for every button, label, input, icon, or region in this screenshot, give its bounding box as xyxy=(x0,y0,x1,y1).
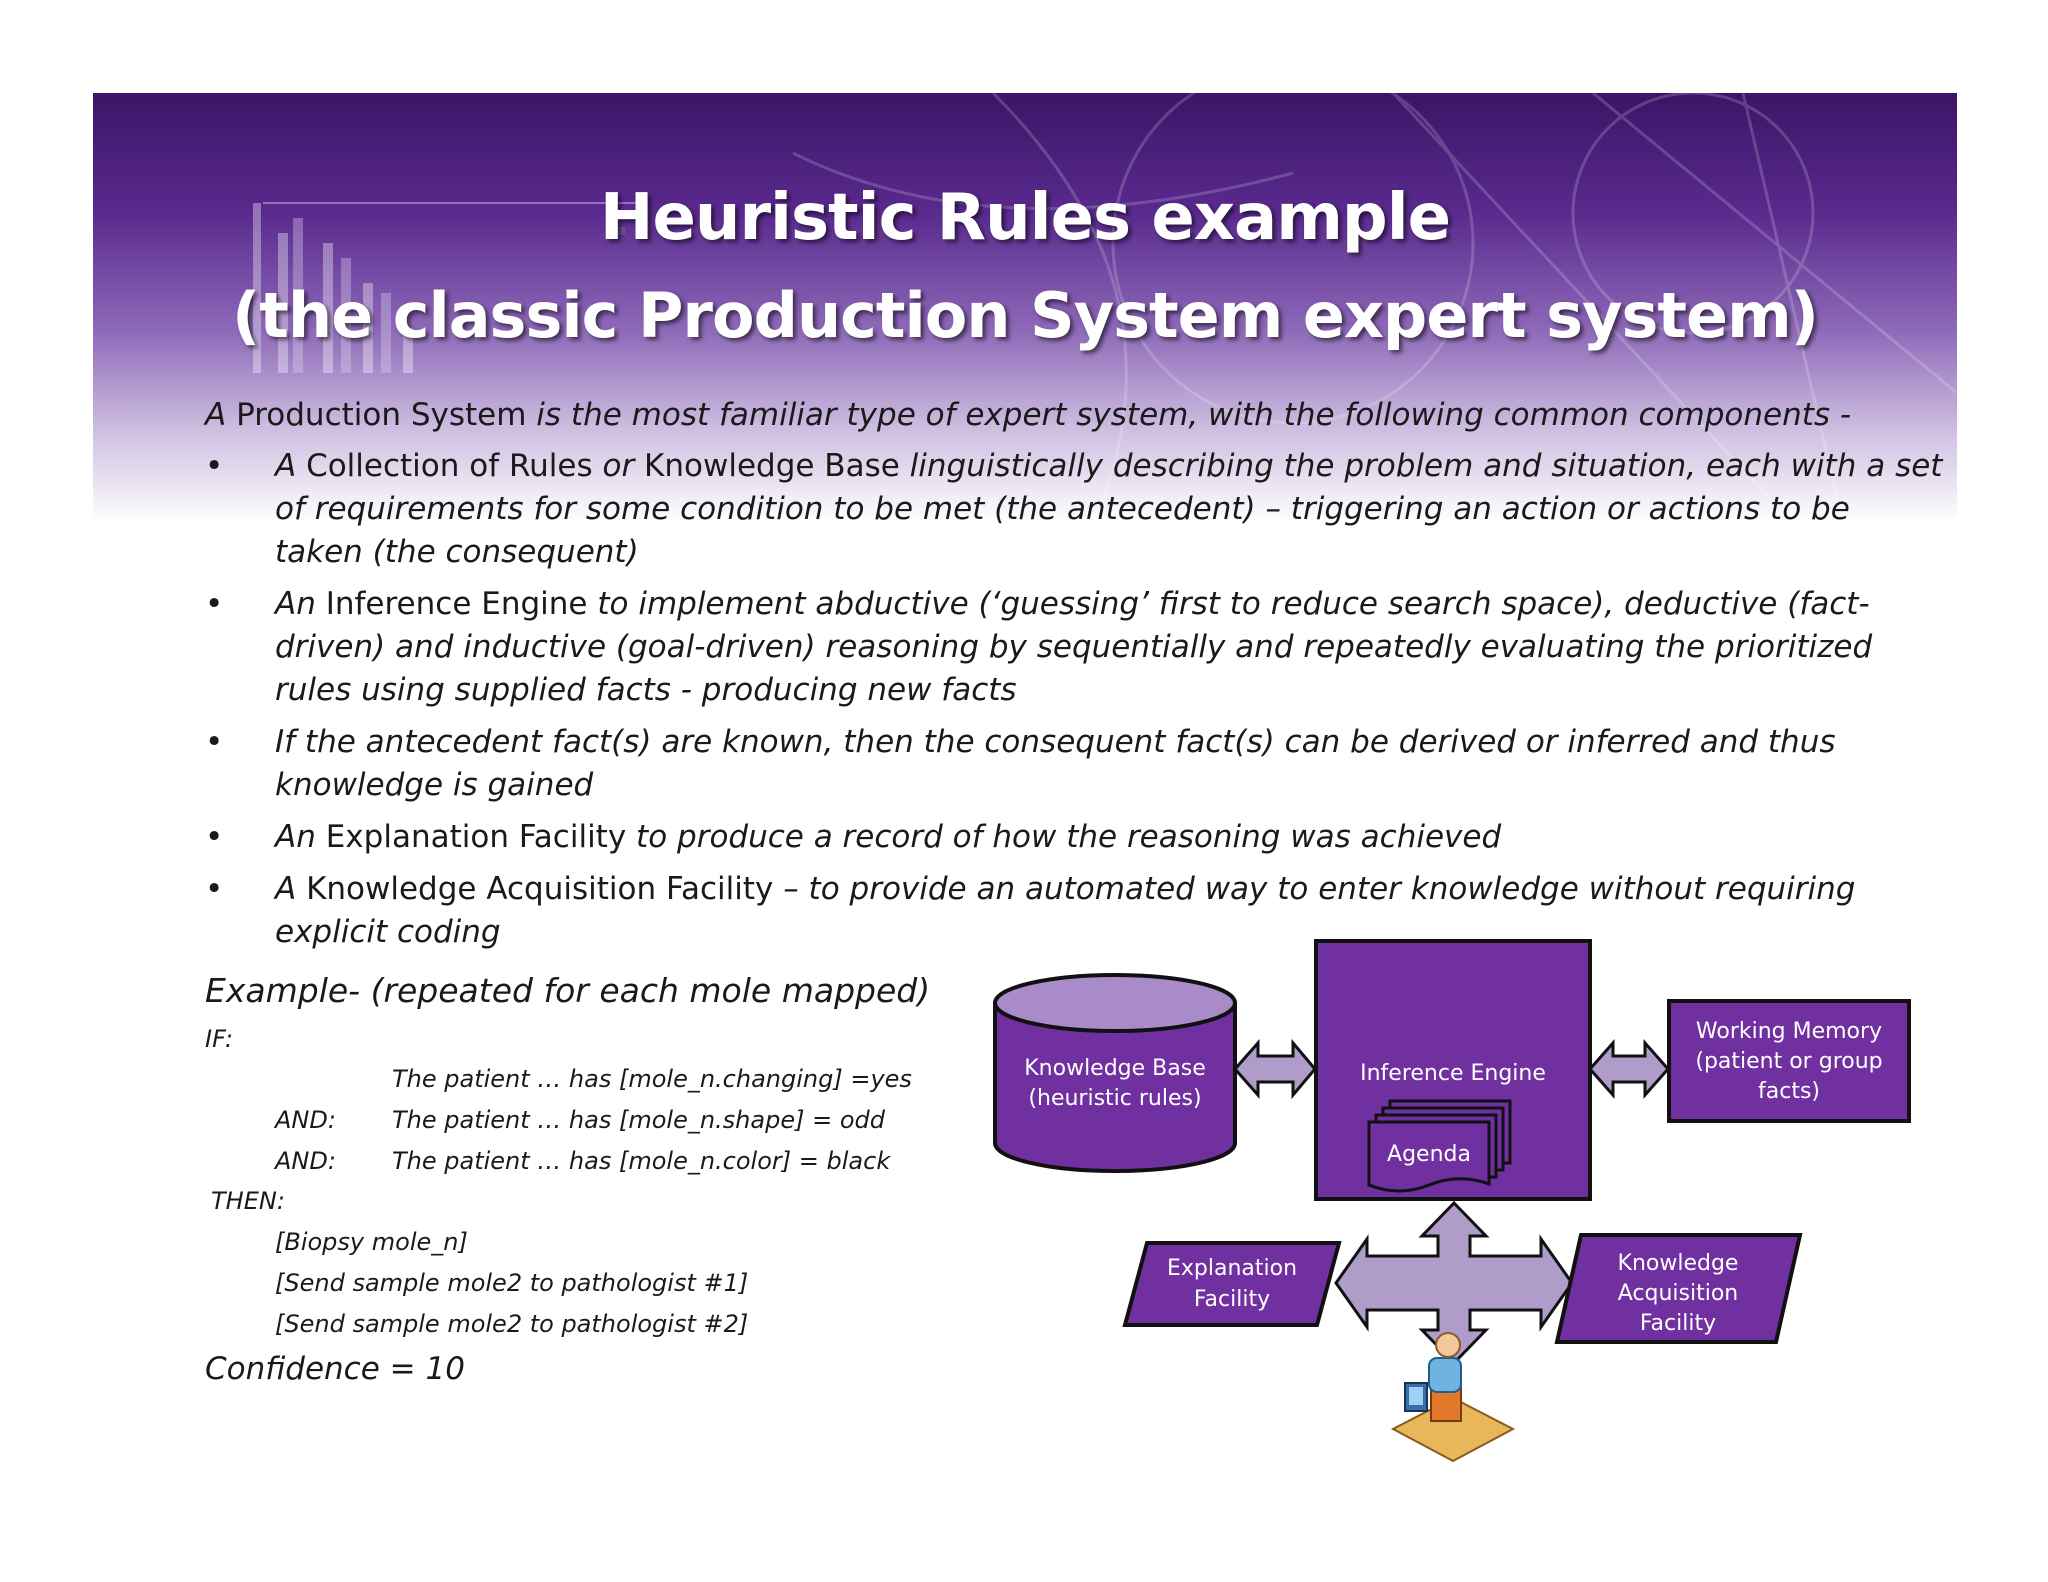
intro-text: A Production System is the most familiar… xyxy=(205,395,1905,435)
production-system-diagram: Knowledge Base (heuristic rules) Inferen… xyxy=(993,939,1911,1463)
action-1: [Biopsy mole_n] xyxy=(275,1228,468,1256)
agenda-label: Agenda xyxy=(1387,1142,1471,1167)
slide-title-line1: Heuristic Rules example xyxy=(599,181,1451,255)
bullet-icon: • xyxy=(205,448,224,484)
then-label: THEN: xyxy=(211,1187,285,1215)
if-label: IF: xyxy=(205,1025,234,1053)
title-banner: Heuristic Rules example (the classic Pro… xyxy=(93,93,1957,523)
intro-term: Production System xyxy=(236,397,527,433)
bullet-explanation-facility: • An Explanation Facility to produce a re… xyxy=(205,816,1945,859)
confidence-text: Confidence = 10 xyxy=(205,1351,465,1387)
knowledge-acquisition-shape xyxy=(1554,1233,1803,1344)
action-2: [Send sample mole2 to pathologist #1] xyxy=(275,1269,749,1297)
wm-label-2: (patient or group xyxy=(1695,1049,1882,1074)
knowledge-base-cylinder: Knowledge Base (heuristic rules) xyxy=(993,973,1237,1173)
intro-prefix: A xyxy=(205,397,237,433)
and-label-1: AND: xyxy=(275,1106,336,1134)
component-bullet-list: • A Collection of Rules or Knowledge Base… xyxy=(205,445,1945,963)
bullet-term: Collection of Rules xyxy=(306,448,593,484)
action-3: [Send sample mole2 to pathologist #2] xyxy=(275,1310,749,1338)
bullet-term: Knowledge Base xyxy=(644,448,900,484)
explanation-label-1: Explanation xyxy=(1167,1256,1297,1281)
bullet-inference-engine: • An Inference Engine to implement abduct… xyxy=(205,583,1945,712)
kaf-label-1: Knowledge xyxy=(1618,1251,1739,1276)
kb-ie-double-arrow xyxy=(1232,1038,1317,1100)
bullet-icon: • xyxy=(205,586,224,622)
condition-3: The patient … has [mole_n.color] = black xyxy=(392,1147,891,1175)
condition-2: The patient … has [mole_n.shape] = odd xyxy=(392,1106,885,1134)
bullet-text: to implement abductive (‘guessing’ first… xyxy=(275,586,1873,708)
bullet-text: An xyxy=(275,819,326,855)
bullet-text: linguistically describing the problem an… xyxy=(275,448,1943,570)
kb-label-2: (heuristic rules) xyxy=(1028,1086,1201,1111)
bullet-term: Knowledge Acquisition Facility xyxy=(306,871,774,907)
working-memory-box xyxy=(1667,999,1911,1123)
bullet-text: An xyxy=(275,586,326,622)
bullet-icon: • xyxy=(205,819,224,855)
condition-1: The patient … has [mole_n.changing] =yes xyxy=(392,1065,912,1093)
ie-wm-double-arrow xyxy=(1587,1039,1671,1099)
wm-label-3: facts) xyxy=(1758,1079,1820,1104)
faint-bar-chart-decoration xyxy=(253,202,643,373)
explanation-label-2: Facility xyxy=(1194,1287,1270,1312)
kb-label-1: Knowledge Base xyxy=(1024,1056,1206,1081)
bullet-text: A xyxy=(275,448,307,484)
bullet-text: or xyxy=(592,448,645,484)
bullet-knowledge-base: • A Collection of Rules or Knowledge Base… xyxy=(205,445,1945,574)
user-at-computer-icon xyxy=(1390,1332,1516,1463)
banner-decoration xyxy=(253,93,1957,523)
bullet-knowledge-acquisition: • A Knowledge Acquisition Facility – to p… xyxy=(205,868,1945,954)
inference-engine-label: Inference Engine xyxy=(1360,1061,1546,1086)
bullet-icon: • xyxy=(205,871,224,907)
bullet-term: Inference Engine xyxy=(325,586,588,622)
agenda-stack: Agenda xyxy=(1367,1099,1512,1193)
bullet-text: to produce a record of how the reasoning… xyxy=(626,819,1502,855)
example-heading: Example- (repeated for each mole mapped) xyxy=(205,971,931,1010)
bullet-text: If the antecedent fact(s) are known, the… xyxy=(275,724,1836,803)
kaf-label-3: Facility xyxy=(1640,1311,1716,1336)
bullet-text: – to provide an automated way to enter k… xyxy=(275,871,1856,950)
slide-title-line2: (the classic Production System expert sy… xyxy=(231,279,1819,352)
explanation-facility-shape xyxy=(1122,1241,1342,1327)
intro-rest: is the most familiar type of expert syst… xyxy=(526,397,1852,433)
bullet-antecedent: • If the antecedent fact(s) are known, th… xyxy=(205,721,1945,807)
slide: Heuristic Rules example (the classic Pro… xyxy=(93,93,1957,1582)
bullet-term: Explanation Facility xyxy=(325,819,627,855)
bullet-icon: • xyxy=(205,724,224,760)
kaf-label-2: Acquisition xyxy=(1618,1281,1739,1306)
bullet-text: A xyxy=(275,871,307,907)
and-label-2: AND: xyxy=(275,1147,336,1175)
wm-label-1: Working Memory xyxy=(1696,1019,1882,1044)
